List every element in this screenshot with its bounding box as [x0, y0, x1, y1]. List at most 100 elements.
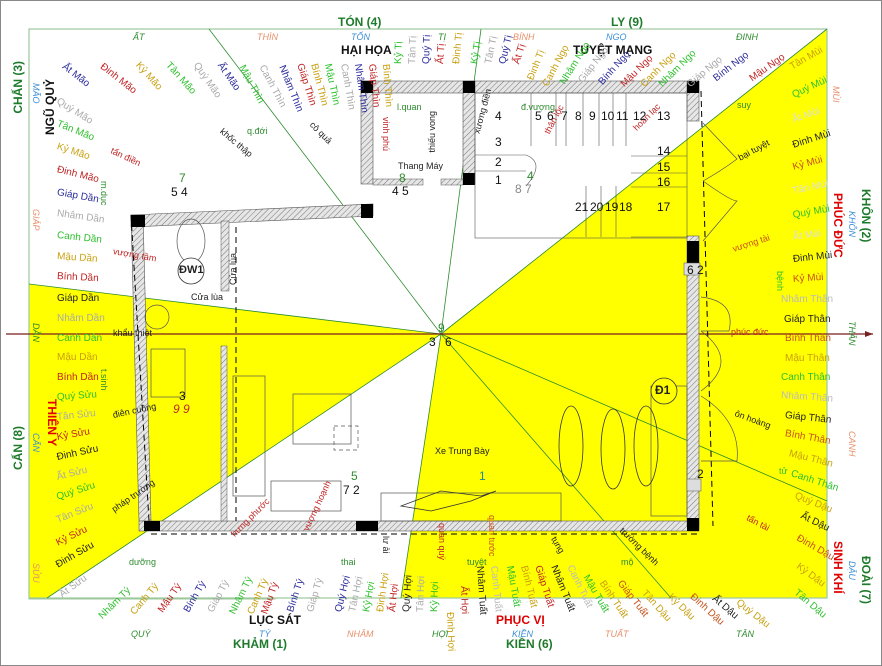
step-number: 6: [547, 109, 554, 123]
fenkim-label: Bính Thìn: [380, 63, 394, 108]
room-garage: Đ1: [655, 383, 671, 397]
star-sinh-khi: SINH KHÍ: [831, 541, 845, 594]
mountain-nham: NHÂM: [347, 629, 374, 639]
s-room-star-b: 7 2: [343, 483, 360, 497]
bike-star: 1: [479, 469, 486, 483]
mountain-dinh: ĐINH: [736, 32, 758, 42]
stage-duong: dưỡng: [129, 557, 156, 567]
stage-benh: bệnh: [775, 271, 785, 292]
stage-tu: tử: [779, 466, 788, 476]
motorbikes: [399, 405, 659, 512]
mountain-at: ẤT: [133, 32, 145, 42]
step-number: 17: [657, 200, 671, 214]
mountain-tan: TÂN: [736, 629, 754, 639]
mountain-ti: TỊ: [438, 32, 446, 42]
star-thien-y: THIÊN Y: [45, 399, 59, 447]
stage-q-doi: q.đới: [247, 126, 268, 136]
mountain-kien: KIỀN: [512, 629, 534, 639]
doors: [700, 122, 738, 462]
mountain-thin: THÌN: [257, 32, 278, 42]
step-number: 8: [575, 109, 582, 123]
stage-suy: suy: [737, 100, 752, 110]
stair-star-b: 4 5: [392, 184, 409, 198]
furniture: [232, 375, 688, 522]
trigram-ly: LY (9): [611, 15, 644, 29]
fenkim-label: Canh Thân: [781, 372, 831, 383]
mountain-canh: CANH: [847, 431, 857, 457]
stage-vinh-phu: vinh phú: [381, 117, 391, 152]
stage-khau-thiet: khẩu thiệt: [113, 328, 153, 338]
fenkim-label: Nhâm Dần: [57, 313, 105, 324]
stage-l-quan: l.quan: [397, 102, 422, 112]
center-star-left: 3: [429, 335, 436, 349]
trigram-chan: CHẤN (3): [11, 61, 25, 114]
step-number: 10: [601, 109, 615, 123]
mountain-khon: KHÔN: [847, 211, 857, 238]
stage-m-duc: m.dục: [99, 181, 109, 206]
mountain-ton: TỐN: [351, 32, 370, 42]
center-star-right: 6: [445, 335, 452, 349]
star-hai-hoa: HẠI HỌA: [341, 43, 392, 57]
trigram-kien: KIỀN (6): [506, 637, 553, 651]
fenkim-label: Bính Dần: [56, 271, 99, 285]
mountain-dau: DẬU: [847, 561, 857, 581]
fenkim-label: Kỷ Hợi: [429, 581, 442, 613]
room-elevator: Thang Máy: [398, 161, 444, 171]
stage-thai: thai: [341, 557, 356, 567]
center-star-top: 9: [438, 321, 445, 335]
fenkim-label: Kỷ Mùi: [792, 271, 824, 285]
mountain-quy: QUÝ: [131, 629, 151, 639]
step-number: 15: [657, 160, 671, 174]
staircase: [474, 92, 688, 239]
mountain-ty: TÝ: [259, 629, 271, 639]
stage-t-sinh: t.sinh: [99, 369, 109, 391]
mountain-hoi: HỢI: [432, 629, 449, 639]
trigram-can: CẤN (8): [11, 426, 25, 470]
yellow-favorable-sectors: [29, 29, 827, 598]
room-wc: ĐW1: [179, 264, 204, 276]
mountain-ngo: NGỌ: [606, 32, 627, 42]
mountain-binh: BÍNH: [513, 32, 535, 42]
step-number: 3: [495, 135, 502, 149]
fenkim-label: Ất Tị: [435, 43, 448, 65]
step-number: 5: [535, 109, 542, 123]
step-number: 16: [657, 175, 671, 189]
se-room-star: 2: [697, 467, 704, 481]
stage-quan-quy: quan quý: [437, 523, 447, 561]
trigram-ton: TÓN (4): [338, 15, 382, 29]
step-number: 2: [495, 155, 502, 169]
fire-door-label: Cửa lùa: [228, 253, 238, 286]
step-number: 14: [657, 144, 671, 158]
stair-star-d: 8 7: [515, 182, 532, 196]
trigram-khon: KHÔN (2): [859, 189, 873, 243]
fire-door-label: Cửa lùa: [191, 292, 224, 302]
building-walls: [130, 80, 700, 532]
mountain-suu: SỬU: [31, 563, 41, 583]
stage-phuc-duc-small: phúc đức: [731, 327, 769, 337]
step-number: 20: [590, 200, 604, 214]
star-phuc-duc: PHÚC ĐỨC: [831, 193, 845, 258]
step-number: 18: [619, 200, 633, 214]
fenkim-label: Đinh Hợi: [444, 611, 457, 652]
fenkim-label: Bính Dần: [57, 372, 99, 383]
stair-star-c: 4: [527, 169, 534, 183]
fenkim-label: Mậu Thân: [785, 353, 830, 364]
fenkim-label: Kỷ Tị: [393, 41, 405, 65]
step-number: 21: [575, 200, 589, 214]
stage-thieu-vong: thiếu vong: [427, 111, 437, 153]
w-room-star: 3: [179, 389, 186, 403]
stage-lu-ai: lư ải: [381, 536, 391, 554]
s-room-star: 5: [351, 469, 358, 483]
stage-tuyet: tuyệt: [467, 557, 487, 567]
stage-quan-tuoc: quan tước: [487, 515, 497, 557]
stair-star-a: 8: [399, 171, 406, 185]
e-room-star: 6 2: [687, 263, 704, 277]
step-number: 12: [633, 109, 647, 123]
mountain-tuat: TUẤT: [605, 629, 629, 639]
fenkim-label: Tân Tị: [407, 35, 419, 65]
mountain-giap: GIÁP: [31, 209, 41, 231]
nw-star-bottom: 5 4: [171, 185, 188, 199]
mountain-dan: DẦN: [31, 323, 41, 343]
